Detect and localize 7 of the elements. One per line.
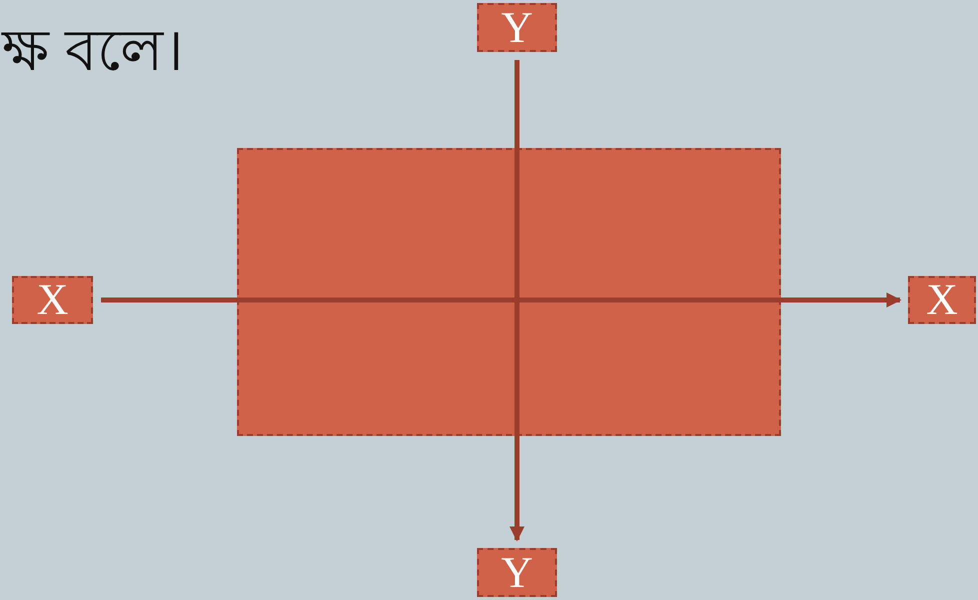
axis-arrow [101, 292, 902, 308]
axis-label-box: X [12, 276, 93, 324]
axis-label-box: X [908, 276, 976, 324]
heading-text: ক্ষ বলে। [0, 17, 186, 85]
axis-label-box: Y [477, 3, 557, 52]
axis-label-box: Y [477, 548, 557, 597]
axis-arrow [510, 60, 524, 542]
